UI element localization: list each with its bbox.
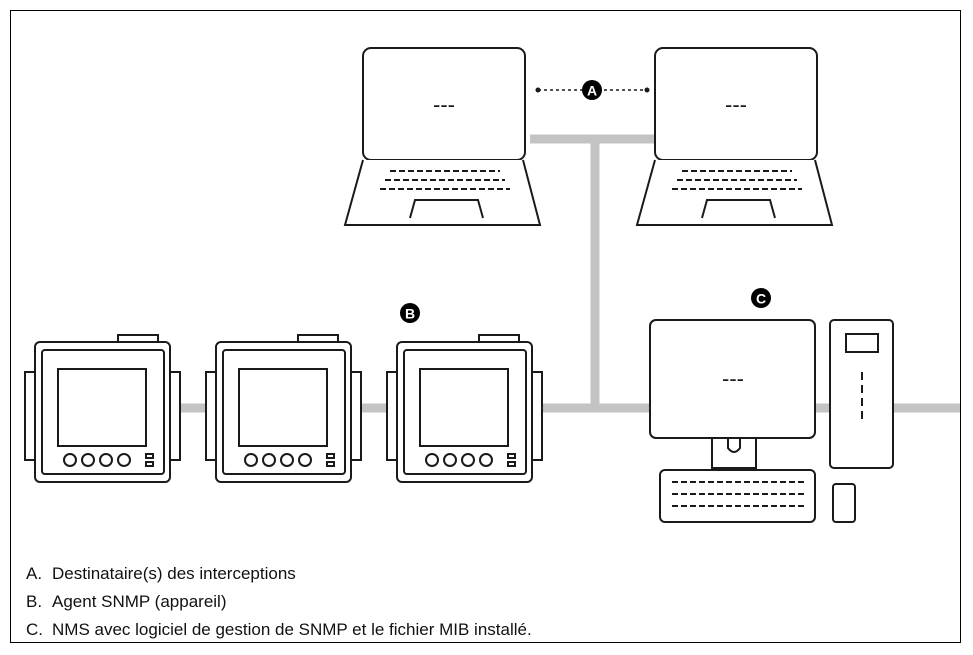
legend-text: NMS avec logiciel de gestion de SNMP et …	[52, 620, 532, 639]
legend-text: Destinataire(s) des interceptions	[52, 564, 296, 583]
callout-a: A	[582, 80, 602, 100]
power-meter-3-snmp-agent	[386, 334, 543, 483]
callout-c-letter: C	[756, 291, 766, 307]
figure-frame	[10, 10, 961, 643]
monitor-screen-text: ---	[722, 366, 744, 391]
callout-b: B	[400, 303, 420, 323]
legend-item-b: B. Agent SNMP (appareil)	[26, 588, 532, 616]
power-meter-1	[24, 334, 181, 483]
legend-letter: B.	[26, 592, 43, 611]
legend: A. Destinataire(s) des interceptions B. …	[26, 560, 532, 644]
legend-letter: C.	[26, 620, 43, 639]
callout-b-letter: B	[405, 306, 415, 322]
laptop-screen-text: ---	[725, 92, 747, 117]
legend-letter: A.	[26, 564, 43, 583]
legend-item-a: A. Destinataire(s) des interceptions	[26, 560, 532, 588]
network-cables	[170, 134, 960, 413]
desktop-nms: ---	[649, 319, 894, 523]
laptop-screen-text: ---	[433, 92, 455, 117]
legend-item-c: C. NMS avec logiciel de gestion de SNMP …	[26, 616, 532, 644]
legend-text: Agent SNMP (appareil)	[52, 592, 227, 611]
laptop-trap-receiver-1: ---	[343, 47, 542, 226]
power-meter-2	[205, 334, 362, 483]
laptop-trap-receiver-2: ---	[635, 47, 834, 226]
callout-a-letter: A	[587, 83, 597, 99]
callout-c: C	[751, 288, 771, 308]
